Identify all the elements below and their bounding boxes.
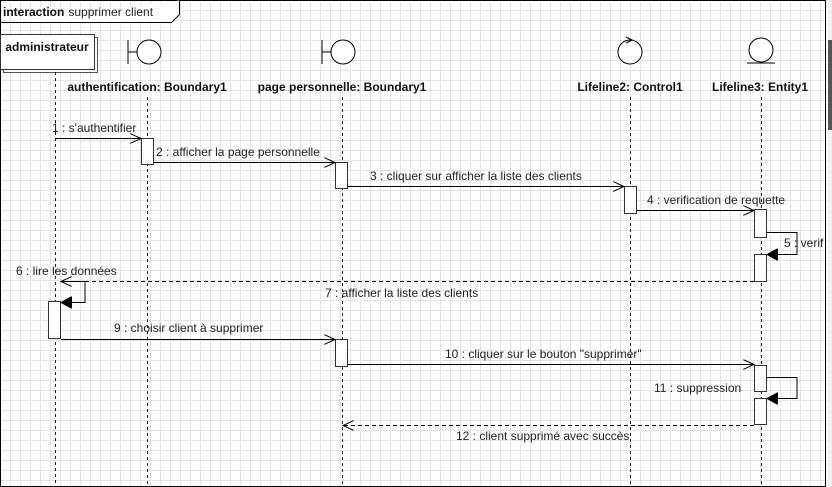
scrollbar-thumb[interactable] [828, 40, 832, 130]
frame-title: interaction supprimer client [3, 5, 154, 19]
activation-bar [48, 301, 61, 339]
frame-name: supprimer client [68, 5, 153, 19]
message-9[interactable]: 9 : choisir client à supprimer [61, 321, 335, 340]
message-label: 7 : afficher la liste des clients [325, 286, 478, 300]
vertical-scrollbar[interactable] [828, 0, 832, 487]
activation-bar [754, 209, 767, 238]
message-label: 4 : verification de requette [647, 193, 785, 207]
message-label: 3 : cliquer sur afficher la liste des cl… [370, 169, 582, 183]
message-1[interactable]: 1 : s'authentifier [52, 121, 141, 139]
activation-bar [141, 138, 154, 165]
lifeline-label-page-personnelle: page personnelle: Boundary1 [258, 80, 427, 94]
activation-bar [754, 398, 767, 425]
message-3[interactable]: 3 : cliquer sur afficher la liste des cl… [348, 169, 624, 187]
lifeline-label-control: Lifeline2: Control1 [577, 80, 683, 94]
activation-bar [754, 254, 767, 282]
message-4[interactable]: 4 : verification de requette [637, 193, 785, 211]
control-icon[interactable] [617, 36, 643, 65]
actor-label: administrateur [5, 40, 89, 54]
message-label: 6 : lire les données [16, 264, 117, 278]
message-label: 2 : afficher la page personnelle [156, 145, 320, 159]
activation-bar [624, 186, 637, 214]
message-7[interactable]: 7 : afficher la liste des clients [61, 282, 754, 301]
message-label: 10 : cliquer sur le bouton "supprimer" [445, 347, 642, 361]
message-2[interactable]: 2 : afficher la page personnelle [154, 145, 335, 163]
message-label: 12 : client supprimé avec succès [456, 429, 629, 443]
message-5[interactable]: 5 : verif [767, 232, 824, 255]
activation-bar [335, 339, 348, 367]
lifeline-label-entity: Lifeline3: Entity1 [712, 80, 808, 94]
activation-bar [754, 365, 767, 392]
message-11[interactable]: 11 : suppression [654, 377, 798, 399]
activation-bar [335, 162, 348, 189]
frame-keyword: interaction [3, 5, 64, 19]
message-label: 11 : suppression [654, 381, 741, 395]
lifeline-label-authentification: authentification: Boundary1 [67, 80, 227, 94]
message-12[interactable]: 12 : client supprimé avec succès [343, 426, 754, 444]
boundary-icon[interactable] [321, 39, 356, 65]
entity-icon[interactable] [747, 37, 775, 64]
message-label: 1 : s'authentifier [52, 121, 136, 135]
message-6[interactable]: 6 : lire les données [16, 264, 117, 303]
boundary-icon[interactable] [127, 39, 162, 65]
message-10[interactable]: 10 : cliquer sur le bouton "supprimer" [348, 347, 754, 365]
message-label: 5 : verif [784, 236, 824, 250]
actor-administrateur[interactable]: administrateur [0, 34, 98, 73]
message-label: 9 : choisir client à supprimer [114, 321, 263, 335]
